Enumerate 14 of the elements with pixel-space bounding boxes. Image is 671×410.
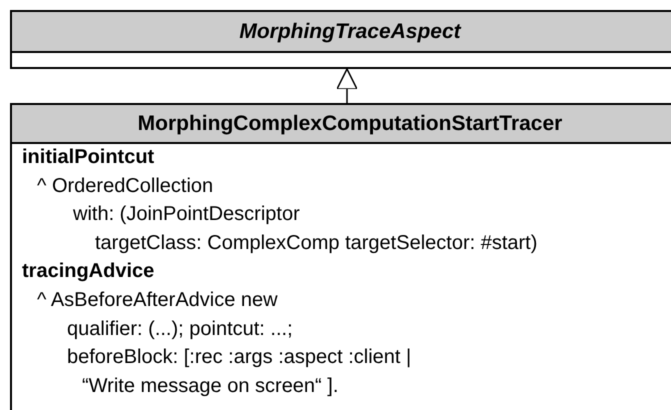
code-line: “Write message on screen“ ]. <box>82 374 338 398</box>
class-box <box>10 10 671 69</box>
class-name: MorphingComplexComputationStartTracer <box>138 112 562 136</box>
code-line: ^ OrderedCollection <box>37 174 214 198</box>
code-line: targetClass: ComplexComp targetSelector: #start) <box>95 231 538 255</box>
member-name: tracingAdvice <box>22 259 154 283</box>
class-name: MorphingTraceAspect <box>239 20 461 44</box>
code-line: qualifier: (...); pointcut: ...; <box>67 317 293 341</box>
member-name: initialPointcut <box>22 145 154 169</box>
generalization-arrow <box>336 68 358 103</box>
class-box <box>10 103 671 410</box>
code-line: ^ AsBeforeAfterAdvice new <box>37 288 278 312</box>
code-line: with: (JoinPointDescriptor <box>73 202 300 226</box>
code-line: beforeBlock: [:rec :args :aspect :client | <box>67 345 412 369</box>
